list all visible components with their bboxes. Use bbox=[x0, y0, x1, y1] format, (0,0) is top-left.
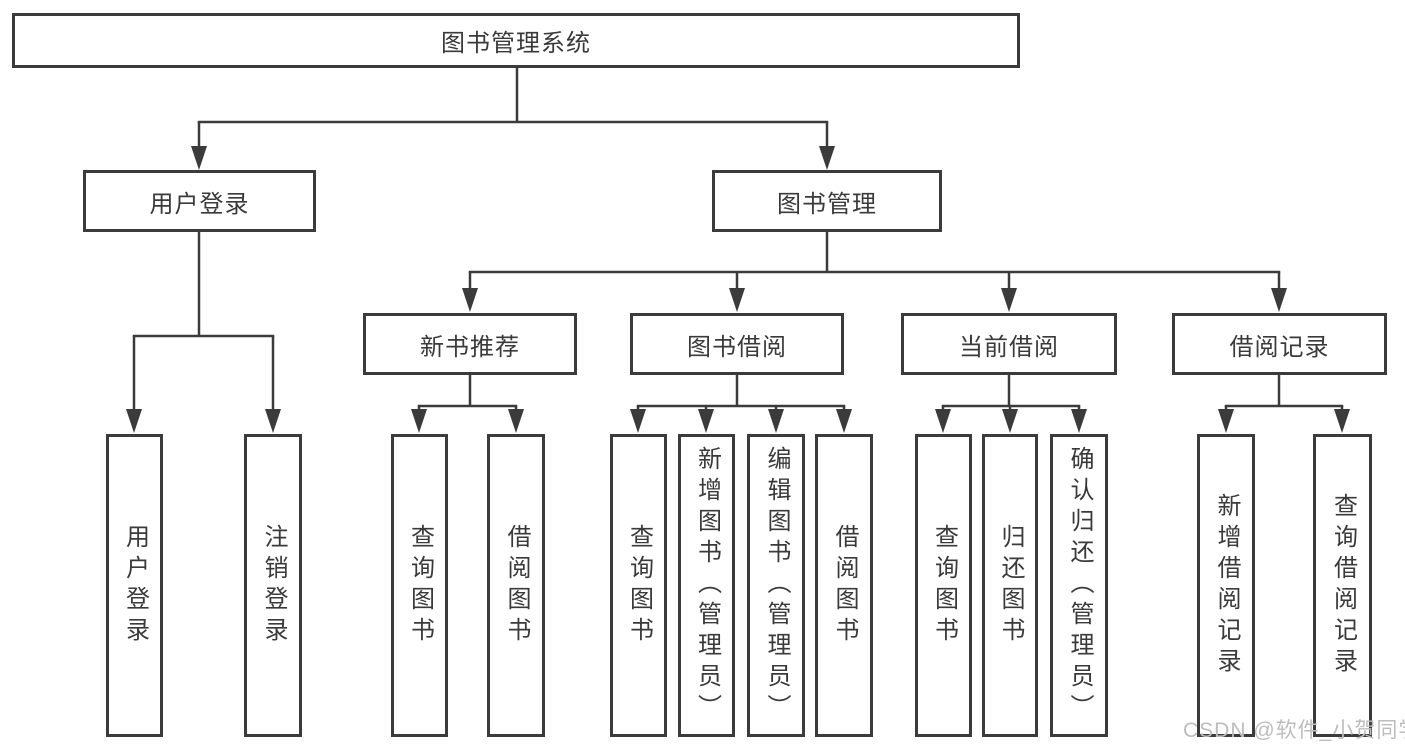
node-leaf-borrowing-borrow-books: 借阅图书 bbox=[815, 434, 873, 737]
node-leaf-borrowing-add-books: 新增图书（管理员） bbox=[678, 434, 735, 737]
node-leaf-borrowing-edit-books: 编辑图书（管理员） bbox=[747, 434, 805, 737]
node-book-management: 图书管理 bbox=[712, 170, 942, 232]
node-current-borrowing: 当前借阅 bbox=[901, 313, 1117, 375]
node-leaf-logout: 注销登录 bbox=[244, 434, 302, 737]
node-leaf-user-login: 用户登录 bbox=[106, 434, 163, 737]
node-root: 图书管理系统 bbox=[12, 13, 1020, 68]
node-borrowing-records: 借阅记录 bbox=[1172, 313, 1387, 375]
node-leaf-recommend-borrow-books: 借阅图书 bbox=[487, 434, 545, 737]
node-leaf-current-query-books: 查询图书 bbox=[915, 434, 972, 737]
node-leaf-current-return-books: 归还图书 bbox=[982, 434, 1038, 737]
node-book-borrowing: 图书借阅 bbox=[630, 313, 844, 375]
node-leaf-borrowing-query-books: 查询图书 bbox=[610, 434, 667, 737]
watermark-text: CSDN @软件_小贺同学 bbox=[1183, 719, 1405, 742]
node-user-login: 用户登录 bbox=[83, 170, 316, 232]
node-leaf-current-confirm-return: 确认归还（管理员） bbox=[1050, 434, 1108, 737]
node-leaf-records-add-record: 新增借阅记录 bbox=[1197, 434, 1255, 737]
node-leaf-recommend-query-books: 查询图书 bbox=[391, 434, 448, 737]
node-new-book-recommend: 新书推荐 bbox=[363, 313, 577, 375]
node-leaf-records-query-record: 查询借阅记录 bbox=[1313, 434, 1372, 737]
